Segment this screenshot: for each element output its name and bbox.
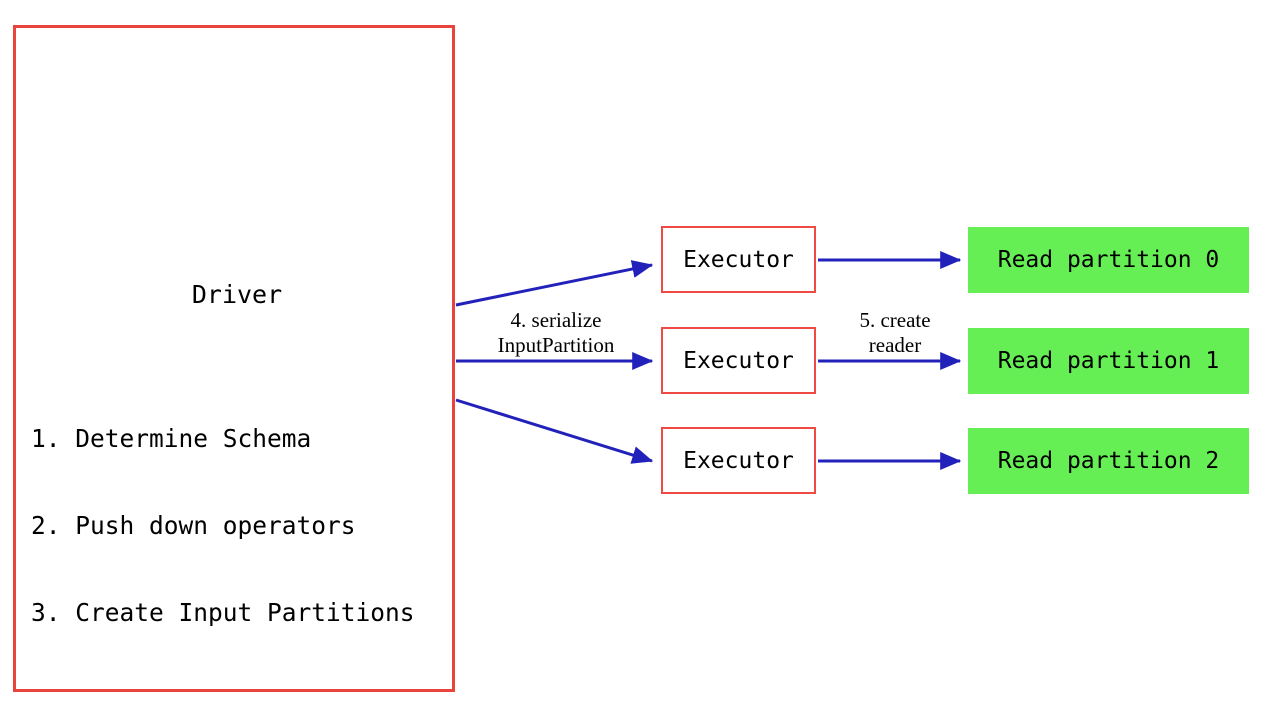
read-partition-box-2: Read partition 2 xyxy=(968,428,1249,494)
driver-step-3: 3. Create Input Partitions xyxy=(31,598,415,627)
executor-box-1: Executor xyxy=(661,327,816,394)
executor-label-2: Executor xyxy=(683,447,794,474)
arrow-driver-to-executor-0 xyxy=(455,260,654,307)
executor-box-0: Executor xyxy=(661,226,816,293)
driver-step-1: 1. Determine Schema xyxy=(31,424,312,453)
read-partition-box-0: Read partition 0 xyxy=(968,227,1249,293)
edge-label-serialize-line2: InputPartition xyxy=(497,333,615,357)
executor-label-1: Executor xyxy=(683,347,794,374)
edge-label-serialize-line1: 4. serialize xyxy=(510,308,602,332)
edge-label-create-reader: 5. create reader xyxy=(826,308,964,358)
driver-title: Driver xyxy=(191,280,283,309)
driver-box: Driver 1. Determine Schema 2. Push down … xyxy=(13,25,455,692)
edge-label-create-reader-line1: 5. create xyxy=(859,308,931,332)
edge-label-serialize: 4. serialize InputPartition xyxy=(470,308,642,358)
arrow-driver-to-executor-2 xyxy=(455,398,654,464)
edge-label-create-reader-line2: reader xyxy=(868,333,922,357)
driver-step-2: 2. Push down operators xyxy=(31,511,356,540)
executor-box-2: Executor xyxy=(661,427,816,494)
executor-label-0: Executor xyxy=(683,246,794,273)
read-partition-box-1: Read partition 1 xyxy=(968,328,1249,394)
driver-steps-list: 1. Determine Schema 2. Push down operato… xyxy=(31,366,415,685)
